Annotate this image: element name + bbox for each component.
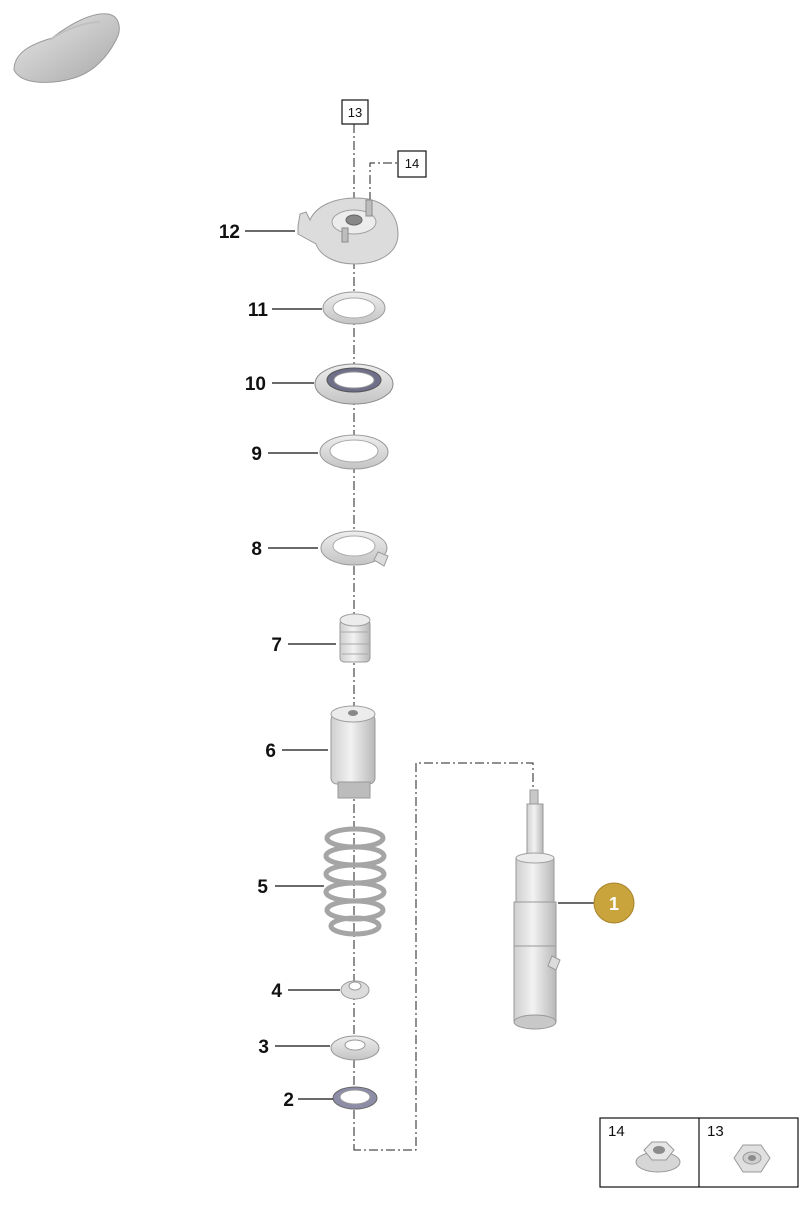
part-11-washer[interactable] [322,291,386,325]
legend-item-13-label: 13 [707,1123,724,1140]
callout-8[interactable]: 8 [251,539,262,560]
legend-item-14[interactable]: 14 [608,1123,681,1173]
callout-11[interactable]: 11 [248,300,269,321]
hex-nut-icon [733,1144,771,1173]
reference-box-13-label: 13 [348,105,362,120]
part-10-bearing[interactable] [314,363,394,405]
callout-1-highlight[interactable]: 1 [593,882,635,924]
hardware-legend: 14 13 [599,1117,799,1188]
callout-3[interactable]: 3 [258,1037,269,1058]
callout-9[interactable]: 9 [251,444,262,465]
callout-10[interactable]: 10 [245,374,266,395]
shock-connection-line [353,762,534,1151]
callout-1: 1 [609,894,619,914]
part-7-bump-stop[interactable] [339,613,371,663]
callout-2[interactable]: 2 [283,1090,294,1111]
legend-item-14-label: 14 [608,1123,625,1140]
car-silhouette-icon [13,13,120,83]
callout-5[interactable]: 5 [257,877,268,898]
reference-box-14[interactable]: 14 [397,150,427,178]
part-6-dust-boot[interactable] [330,705,376,799]
callout-4[interactable]: 4 [271,981,282,1002]
flange-nut-icon [635,1141,681,1173]
part-4-nut[interactable] [340,980,370,1000]
part-2-ring[interactable] [332,1086,378,1110]
callout-7[interactable]: 7 [271,635,282,656]
part-5-coil-spring[interactable] [323,826,387,937]
callout-6[interactable]: 6 [265,741,276,762]
part-9-washer[interactable] [319,434,389,470]
reference-box-14-label: 14 [405,156,419,171]
legend-item-13[interactable]: 13 [707,1123,771,1173]
part-1-shock-absorber[interactable] [513,789,561,1030]
part-8-spring-seat[interactable] [320,530,389,567]
part-3-lower-seat[interactable] [330,1035,380,1061]
reference-box-13[interactable]: 13 [341,99,369,125]
part-12-top-mount[interactable] [297,197,399,265]
callout-12[interactable]: 12 [219,222,240,243]
